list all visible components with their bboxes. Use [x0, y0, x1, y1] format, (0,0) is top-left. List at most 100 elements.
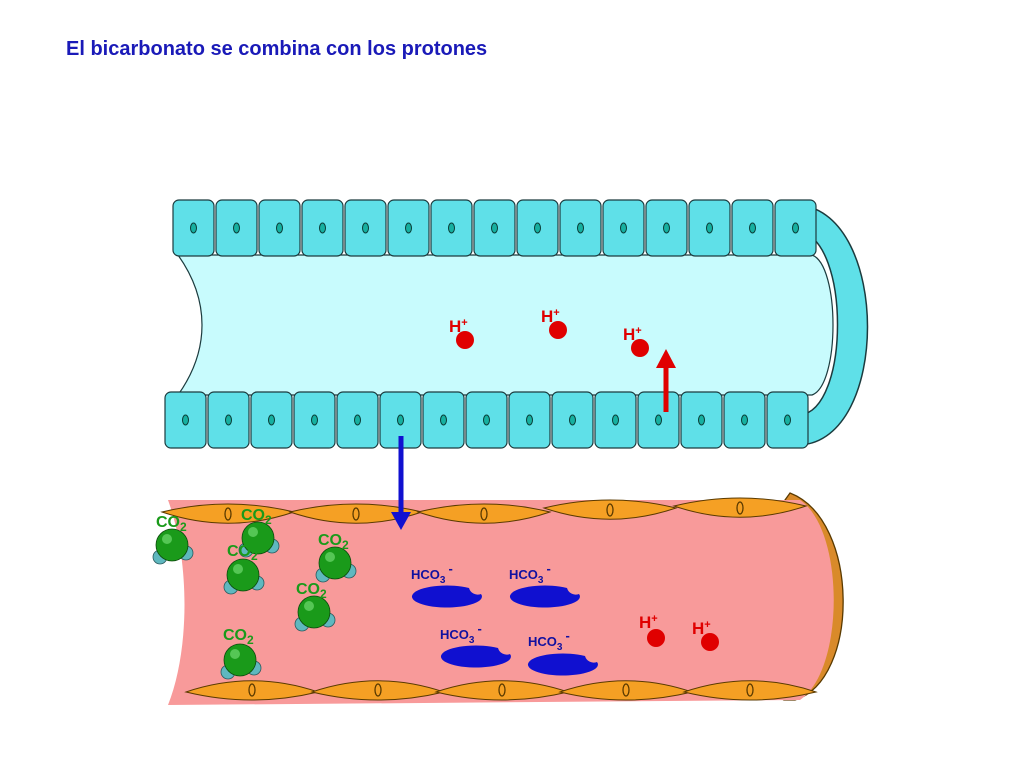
cell-nucleus — [405, 222, 412, 234]
proton: H+ — [449, 317, 474, 349]
cell-nucleus — [397, 414, 404, 426]
proton-label: H+ — [639, 613, 658, 632]
co2-label: CO2 — [223, 627, 254, 647]
carbon-atom — [223, 643, 257, 677]
endothelial-cells-bottom — [184, 680, 818, 701]
cell-nucleus — [448, 222, 455, 234]
proton-dot — [647, 629, 665, 647]
highlight — [233, 564, 243, 574]
cell-nucleus — [749, 222, 756, 234]
highlight — [248, 527, 258, 537]
cell-nucleus — [483, 414, 490, 426]
proton-label: H+ — [541, 307, 560, 326]
bicarbonate-label: HCO3- — [528, 628, 570, 653]
co2-molecule: CO2 — [294, 581, 336, 632]
proton-dot — [456, 331, 474, 349]
cell-nucleus — [663, 222, 670, 234]
endothelial-nucleus — [374, 683, 382, 697]
tubule — [164, 199, 869, 449]
endothelial-cells-top — [160, 497, 808, 524]
highlight — [325, 552, 335, 562]
bicarbonate-shape — [411, 585, 482, 608]
cell-nucleus — [311, 414, 318, 426]
cell-nucleus — [233, 222, 240, 234]
endothelial-cell — [672, 497, 808, 518]
cell-nucleus — [620, 222, 627, 234]
cell-nucleus — [569, 414, 576, 426]
endothelial-cell — [682, 680, 818, 701]
cell-nucleus — [526, 414, 533, 426]
cell-nucleus — [534, 222, 541, 234]
cell-nucleus — [698, 414, 705, 426]
co2-label: CO2 — [318, 532, 349, 552]
cell-nucleus — [268, 414, 275, 426]
epithelial-cells-top — [172, 199, 817, 257]
endothelial-nucleus — [480, 507, 488, 521]
co2-molecule: CO2 — [223, 543, 265, 595]
co2-label: CO2 — [296, 581, 327, 601]
cell-nucleus — [354, 414, 361, 426]
cell-nucleus — [655, 414, 662, 426]
proton-label: H+ — [449, 317, 468, 336]
proton-dot — [701, 633, 719, 651]
down-arrow — [391, 436, 411, 530]
cell-nucleus — [577, 222, 584, 234]
co2-molecule: CO2 — [315, 532, 357, 583]
bicarbonate-shape — [509, 585, 580, 608]
cell-nucleus — [706, 222, 713, 234]
cell-nucleus — [741, 414, 748, 426]
epithelial-cells-bottom — [164, 391, 809, 449]
cell-nucleus — [182, 414, 189, 426]
co2-label: CO2 — [227, 543, 258, 563]
bicarbonate-label: HCO3- — [509, 561, 551, 586]
cell-nucleus — [784, 414, 791, 426]
cell-nucleus — [491, 222, 498, 234]
endothelial-cell — [542, 499, 678, 520]
proton: H+ — [541, 307, 567, 339]
bicarbonate-ions: HCO3- HCO3- HCO3- HCO3- — [411, 561, 598, 676]
highlight — [162, 534, 172, 544]
cell-nucleus — [440, 414, 447, 426]
proton-dot — [631, 339, 649, 357]
endothelial-nucleus — [736, 501, 744, 515]
proton: H+ — [623, 325, 649, 357]
highlight — [304, 601, 314, 611]
co2-molecule: CO2 — [220, 627, 262, 680]
bicarbonate-ion: HCO3- — [527, 628, 598, 676]
proton: H+ — [692, 619, 719, 651]
proton-label: H+ — [623, 325, 642, 344]
bicarbonate-ion: HCO3- — [411, 561, 482, 608]
endothelial-nucleus — [606, 503, 614, 517]
cell-nucleus — [612, 414, 619, 426]
highlight — [230, 649, 240, 659]
up-arrow — [656, 349, 676, 412]
co2-label: CO2 — [241, 507, 272, 527]
endothelial-nucleus — [224, 507, 232, 521]
cell-nucleus — [792, 222, 799, 234]
cell-nucleus — [276, 222, 283, 234]
co2-label: CO2 — [156, 514, 187, 534]
co2-molecule: CO2 — [238, 507, 280, 558]
endothelial-nucleus — [622, 683, 630, 697]
endothelial-nucleus — [248, 683, 256, 697]
cell-nucleus — [225, 414, 232, 426]
bicarbonate-ion: HCO3- — [440, 621, 511, 668]
protons: H+ H+ H+ H+ H+ — [449, 307, 719, 651]
proton-label: H+ — [692, 619, 711, 638]
cell-nucleus — [362, 222, 369, 234]
endothelial-nucleus — [498, 683, 506, 697]
slide-title: El bicarbonato se combina con los proton… — [66, 38, 488, 60]
endothelial-nucleus — [352, 507, 360, 521]
endothelial-nucleus — [746, 683, 754, 697]
cell-nucleus — [319, 222, 326, 234]
co2-molecule: CO2 — [152, 514, 194, 565]
endothelial-cell — [416, 503, 552, 524]
bicarbonate-ion: HCO3- — [509, 561, 580, 608]
bicarbonate-label: HCO3- — [440, 621, 482, 646]
bicarbonate-label: HCO3- — [411, 561, 453, 586]
proton: H+ — [639, 613, 665, 647]
carbon-atom — [226, 558, 260, 592]
bicarbonate-shape — [440, 645, 511, 668]
